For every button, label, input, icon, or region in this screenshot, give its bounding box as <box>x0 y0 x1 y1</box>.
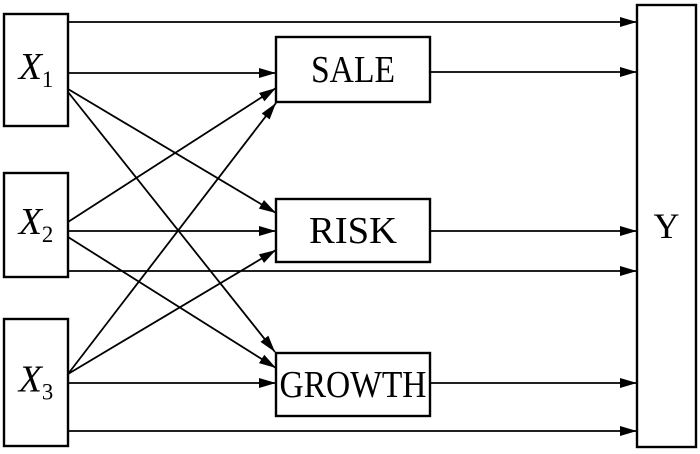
node-x2-label-main: X <box>17 201 44 243</box>
node-x3-label-sub: 3 <box>42 380 53 405</box>
node-growth: GROWTH <box>274 351 432 418</box>
node-x1-label-main: X <box>17 46 44 88</box>
node-x1-label: X1 <box>17 46 54 92</box>
node-growth-label: GROWTH <box>280 364 427 406</box>
edge-x2-to-sale-arrow <box>67 87 277 223</box>
node-x1-label-sub: 1 <box>42 67 53 92</box>
node-y-label: Y <box>654 206 680 246</box>
node-sale: SALE <box>274 35 432 104</box>
node-risk-box <box>274 197 432 264</box>
node-sale-box <box>274 35 432 104</box>
node-x2-box <box>2 171 70 279</box>
node-y-box <box>635 3 698 449</box>
edge-x1-to-risk-arrow <box>67 88 277 214</box>
node-y: Y <box>635 3 698 449</box>
node-x3-label-main: X <box>17 359 44 401</box>
edge-x1-to-growth-arrow <box>67 91 276 353</box>
node-x1: X1 <box>2 12 70 128</box>
node-x3-box <box>2 317 70 448</box>
node-x3: X3 <box>2 317 70 448</box>
node-x1-box <box>2 12 70 128</box>
node-sale-label: SALE <box>311 49 395 91</box>
edge-x2-to-growth-arrow <box>67 236 277 369</box>
node-x2-label-sub: 2 <box>42 222 53 247</box>
edge-x3-to-sale-arrow <box>67 102 277 375</box>
node-growth-box <box>274 351 432 418</box>
node-risk: RISK <box>274 197 432 264</box>
node-x2-label: X2 <box>17 201 54 247</box>
node-x2: X2 <box>2 171 70 279</box>
edge-x3-to-risk-arrow <box>67 249 277 375</box>
node-x3-label: X3 <box>17 359 54 405</box>
node-risk-label: RISK <box>309 210 398 252</box>
